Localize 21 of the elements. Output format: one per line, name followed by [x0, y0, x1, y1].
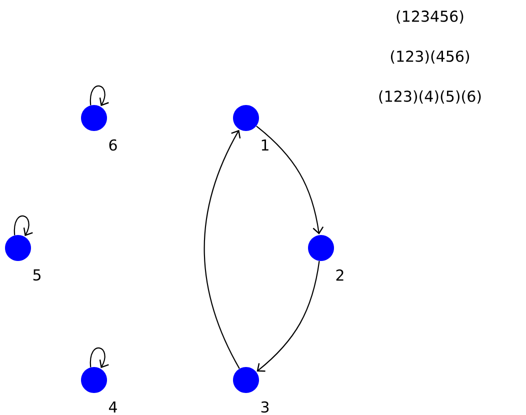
cycle-notation: (123)(4)(5)(6)	[379, 90, 481, 104]
vertex-number: 4	[108, 402, 117, 412]
vertex-number: 6	[109, 139, 117, 151]
vertex-dot	[81, 367, 107, 393]
vertex-dot	[308, 235, 334, 261]
cycle-notation: (123456)	[396, 10, 464, 24]
vertex-dot	[233, 105, 259, 131]
vertex-dot	[5, 235, 31, 261]
arrow	[14, 216, 33, 236]
cycle-notation: (123)(456)	[390, 50, 470, 64]
arrow	[256, 261, 320, 372]
vertex-dot	[81, 105, 107, 131]
vertex-number: 2	[336, 269, 344, 281]
arrow	[90, 86, 109, 106]
vertex-number: 5	[33, 269, 40, 281]
arrow	[90, 348, 109, 368]
vertex-number: 3	[261, 401, 269, 413]
arrow	[256, 126, 324, 234]
vertex-dot	[233, 367, 259, 393]
arrow	[204, 130, 241, 369]
vertex-number: 1	[262, 140, 268, 150]
